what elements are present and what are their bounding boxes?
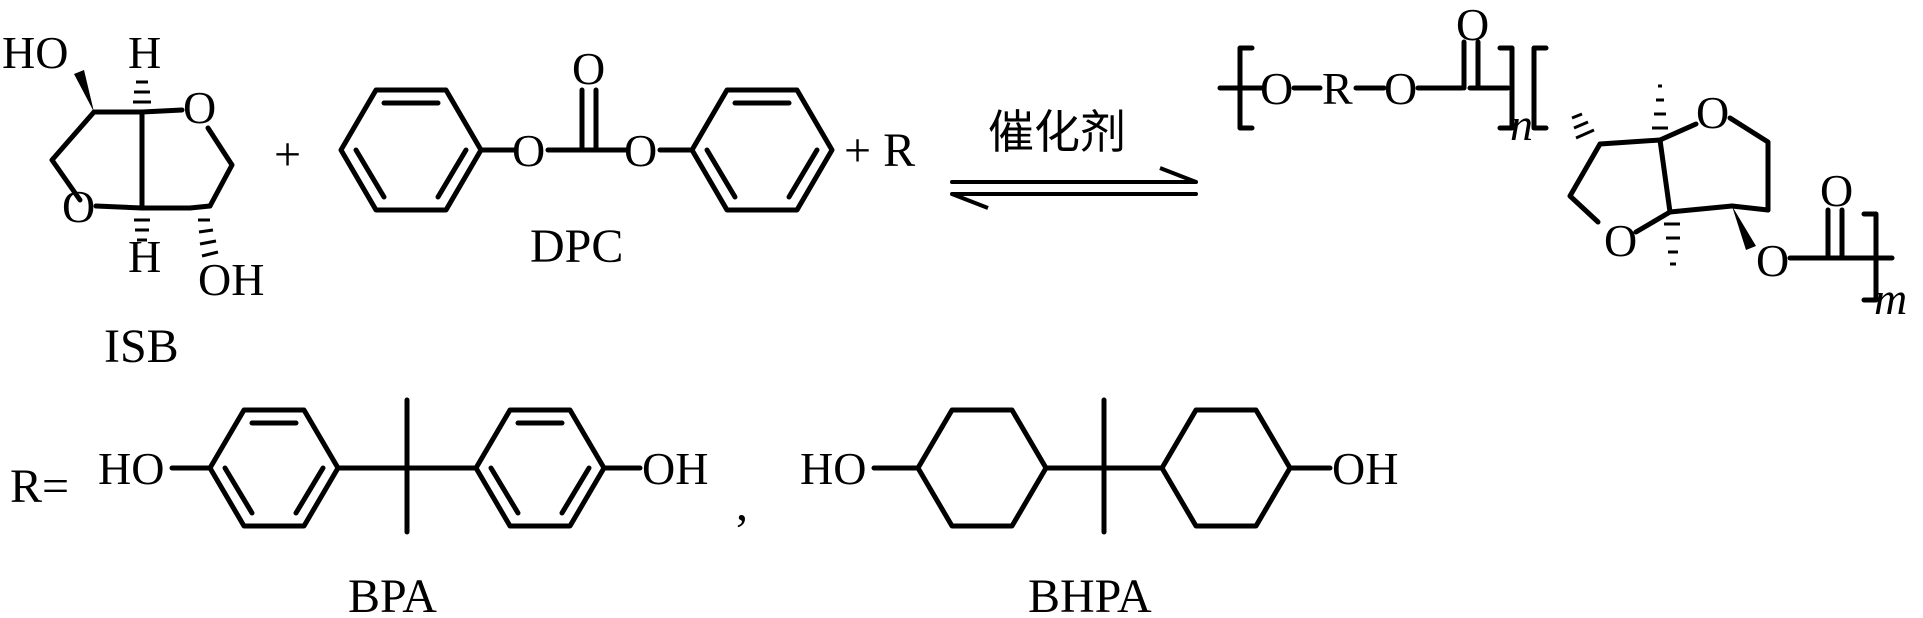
dpc-o-carbonyl: O (572, 43, 605, 94)
dpc-label: DPC (530, 220, 623, 273)
isb-h-top: H (128, 27, 161, 78)
product-o-carbonyl: O (1456, 0, 1489, 50)
isb-wedge-ho (74, 70, 94, 112)
isb-o-ring2: O (62, 181, 95, 232)
plus-sign-1: + (274, 128, 301, 181)
dpc-structure: O O O DPC (338, 43, 835, 273)
product-o-carbonyl2: O (1820, 165, 1853, 216)
bpa-phenyl-left (207, 407, 341, 529)
dpc-o-right: O (624, 125, 657, 176)
product-o-ester: O (1756, 235, 1789, 286)
product-o-ring2: O (1604, 215, 1637, 266)
isb-ho: HO (2, 27, 68, 78)
bpa-oh: OH (642, 443, 708, 494)
r-definition-prefix: R= (10, 460, 69, 513)
bpa-structure: HO OH BPA (98, 397, 708, 618)
isb-hash-oh (198, 218, 219, 258)
bhpa-cyclohexyl-left (915, 407, 1049, 529)
isb-oh: OH (198, 254, 264, 305)
product-o1: O (1260, 63, 1293, 114)
bhpa-label: BHPA (1028, 570, 1152, 618)
bpa-label: BPA (348, 570, 437, 618)
product-wedge-ester (1732, 206, 1756, 250)
catalyst-label: 催化剂 (988, 105, 1126, 159)
product-hash-bottom-methyl (1664, 222, 1680, 266)
isb-hash-h-bottom (134, 218, 150, 242)
dpc-phenyl-right (689, 87, 835, 213)
product-structure: O R O O n O O O (1217, 0, 1907, 324)
bpa-phenyl-right (473, 407, 607, 529)
product-hash-top-methyl (1652, 84, 1668, 130)
bhpa-ho: HO (800, 443, 866, 494)
bhpa-structure: HO OH BHPA (800, 397, 1398, 618)
product-o-ring1: O (1696, 87, 1729, 138)
product-hash-o-link (1571, 112, 1595, 140)
r-separator: , (736, 478, 748, 531)
isb-label: ISB (104, 320, 179, 373)
isb-structure: HO H O O H OH ISB (2, 27, 264, 373)
bpa-ho: HO (98, 443, 164, 494)
plus-r: + R (844, 124, 915, 177)
isb-hash-h-top (133, 80, 151, 104)
dpc-o-left: O (512, 125, 545, 176)
product-r: R (1322, 63, 1353, 114)
product-o2: O (1384, 63, 1417, 114)
isb-o-ring1: O (183, 82, 216, 133)
product-n: n (1510, 99, 1533, 150)
equilibrium-arrow: 催化剂 (950, 105, 1198, 210)
product-m: m (1874, 273, 1907, 324)
bhpa-cyclohexyl-right (1159, 407, 1293, 529)
dpc-phenyl-left (338, 87, 484, 213)
bhpa-oh: OH (1332, 443, 1398, 494)
